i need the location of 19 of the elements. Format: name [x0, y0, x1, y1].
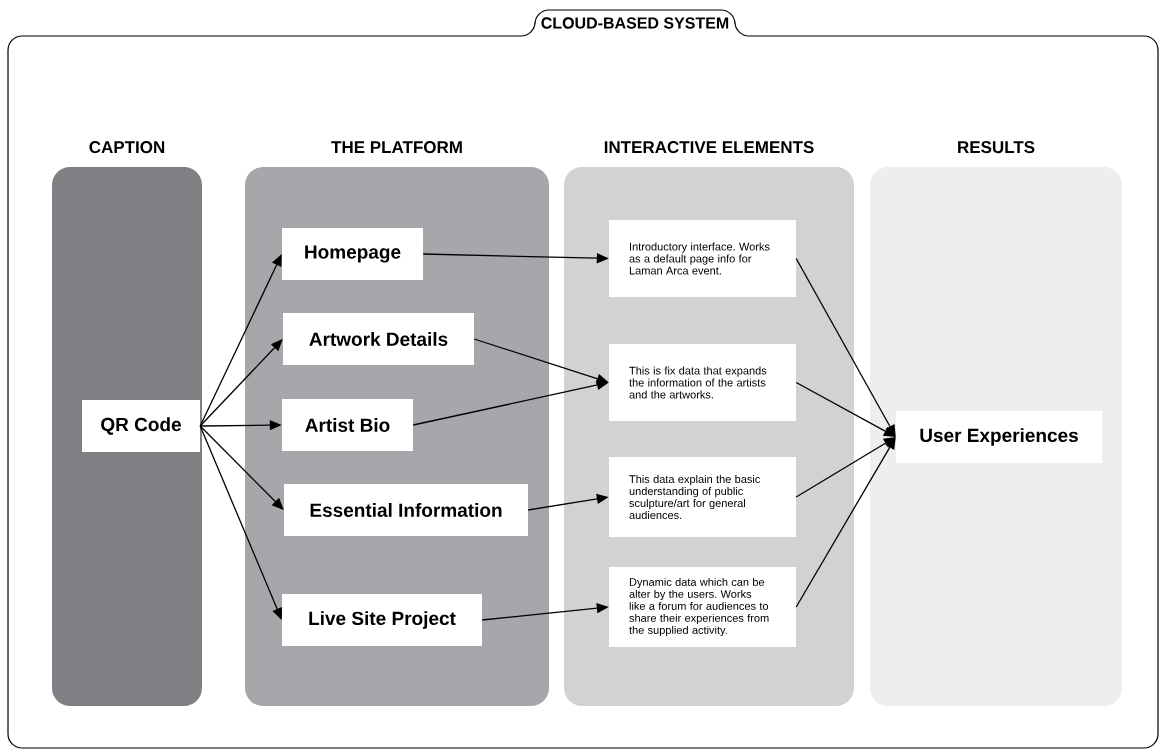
arrow: [199, 425, 282, 620]
description-box: This data explain the basic understanding of public sculpture/art for general audiences.: [609, 457, 796, 537]
node-label: QR Code: [101, 417, 181, 435]
description-box: Dynamic data which can be alter by the users. Works like a forum for audiences to share their experiences from the supplied activity.: [609, 567, 796, 647]
label-box: Essential Information: [284, 484, 528, 536]
label-box: QR Code: [82, 400, 200, 452]
label-box: Artist Bio: [282, 399, 413, 451]
arrow: [795, 437, 896, 608]
description-box: This is fix data that expands the information of the artists and the artworks.: [609, 344, 796, 421]
system-frame: CLOUD-BASED SYSTEM: [541, 17, 729, 29]
label-box: Live Site Project: [282, 594, 482, 646]
label-box: Artwork Details: [283, 313, 474, 365]
label-box: User Experiences: [896, 411, 1102, 463]
arrow: [199, 425, 284, 510]
description-box: Introductory interface. Works as a default page info for Laman Arca event.: [609, 220, 796, 297]
arrow: [199, 254, 282, 427]
arrow: [199, 339, 283, 427]
arrow: [795, 257, 896, 437]
label-box: Homepage: [282, 228, 423, 280]
